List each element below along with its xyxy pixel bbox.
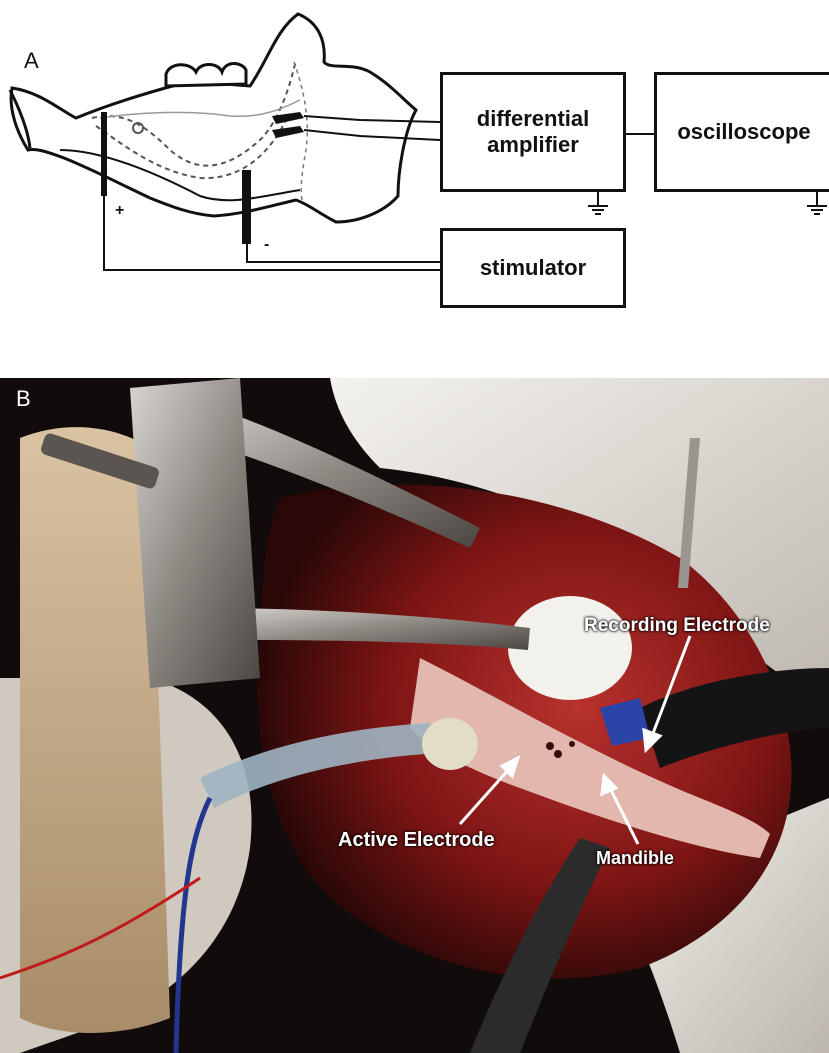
wire-negative-stim — [247, 244, 440, 262]
molar-teeth — [166, 64, 246, 87]
positive-electrode — [101, 112, 107, 196]
panel-a-schematic: A + - differential amplifier oscilloscop… — [0, 0, 829, 340]
clamp-body — [130, 378, 260, 688]
wire-recording-2 — [304, 130, 440, 140]
mandible-outline — [11, 14, 416, 222]
bone-hole-2 — [554, 750, 562, 758]
recording-electrode-label: Recording Electrode — [584, 615, 770, 637]
electrode-bulb — [422, 718, 478, 770]
active-electrode-label: Active Electrode — [338, 829, 495, 852]
bone-hole-1 — [546, 742, 554, 750]
surgical-photo-illustration — [0, 378, 829, 1053]
differential-amplifier-box: differential amplifier — [440, 72, 626, 192]
bone-hole-3 — [569, 741, 575, 747]
panel-b-photo: B Recording Electrode Active Electrode M… — [0, 378, 829, 1053]
mandible-label: Mandible — [596, 848, 674, 869]
negative-electrode — [242, 170, 251, 244]
wire-recording-1 — [304, 116, 440, 122]
oscilloscope-box: oscilloscope — [654, 72, 829, 192]
ground-symbol-amp — [588, 192, 608, 214]
positive-sign: + — [115, 202, 124, 220]
nerve-line — [100, 100, 300, 118]
nerve-canal-lower — [96, 120, 286, 178]
recording-electrode-tip-1 — [272, 112, 304, 124]
ground-symbol-osc — [807, 192, 827, 214]
panel-letter: B — [16, 386, 31, 412]
stimulator-label: stimulator — [480, 255, 586, 281]
negative-sign: - — [264, 236, 269, 254]
oscilloscope-label: oscilloscope — [677, 119, 810, 145]
amplifier-label: differential amplifier — [477, 106, 589, 158]
recording-electrode-tip-2 — [272, 126, 304, 138]
stimulator-box: stimulator — [440, 228, 626, 308]
panel-letter: A — [24, 48, 39, 74]
